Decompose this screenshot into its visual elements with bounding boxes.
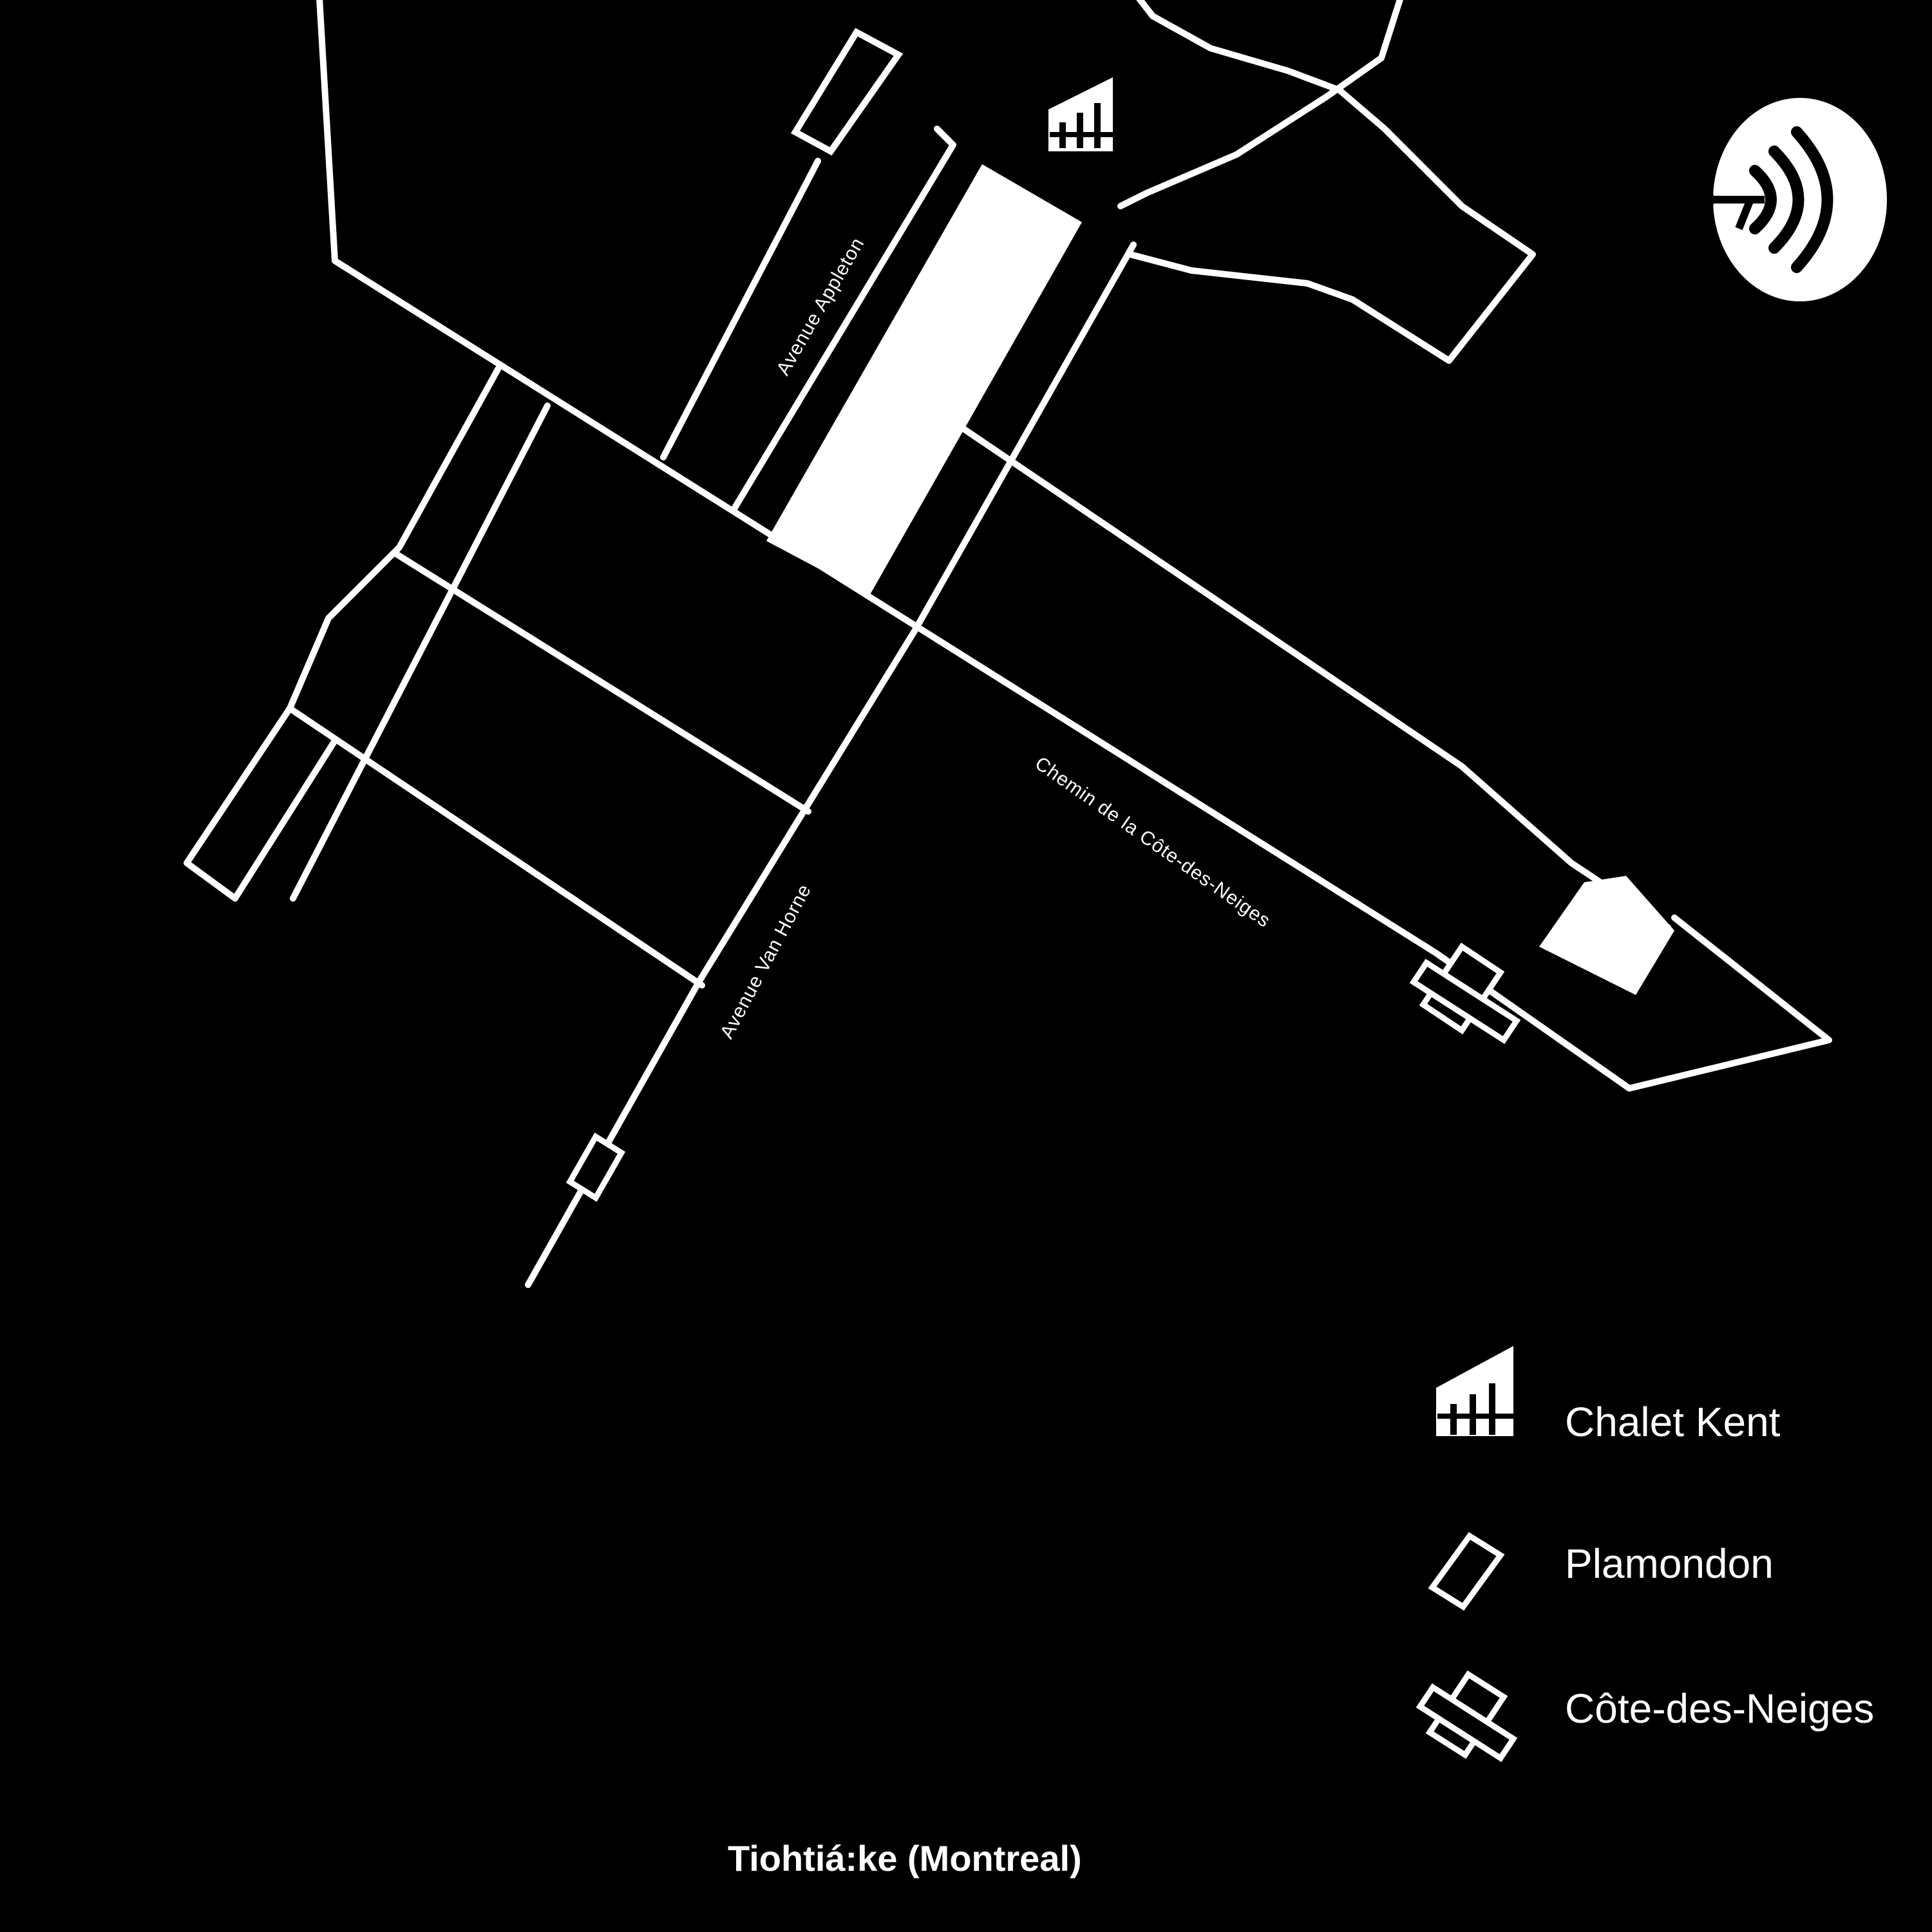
legend-item-chalet-kent: Chalet Kent bbox=[1436, 1346, 1781, 1445]
legend-label-chalet-kent: Chalet Kent bbox=[1565, 1399, 1781, 1445]
cote-des-neiges-station-marker bbox=[1409, 942, 1521, 1045]
van-horne-road bbox=[525, 242, 1137, 1288]
map-caption: Tiohtiá:ke (Montreal) bbox=[728, 1838, 1082, 1879]
building-icon bbox=[1048, 77, 1113, 151]
legend-item-cote-des-neiges: Côte-des-Neiges bbox=[1416, 1670, 1874, 1763]
cross-street-2 bbox=[287, 705, 705, 989]
metro-station-icon bbox=[1416, 1670, 1518, 1763]
appleton-road-inner bbox=[731, 126, 956, 512]
legend-item-plamondon: Plamondon bbox=[1428, 1531, 1774, 1611]
white-block bbox=[1539, 876, 1674, 995]
building-icon bbox=[1436, 1346, 1513, 1436]
appleton-road-outer bbox=[660, 158, 821, 460]
podcast-icon bbox=[1686, 98, 1887, 301]
cross-street-1 bbox=[393, 551, 811, 815]
legend-label-plamondon: Plamondon bbox=[1565, 1540, 1774, 1587]
legend-label-cote-des-neiges: Côte-des-Neiges bbox=[1565, 1685, 1874, 1732]
cote-des-neiges-road bbox=[316, 0, 1832, 1092]
plamondon-station-marker bbox=[565, 1132, 626, 1202]
short-parallel-road bbox=[290, 402, 551, 902]
loop-road bbox=[1127, 0, 1536, 364]
park-area bbox=[766, 164, 1082, 596]
legend: Chalet Kent Plamondon Côte-des-Neiges bbox=[1416, 1346, 1874, 1763]
metro-station-icon bbox=[1428, 1531, 1505, 1611]
top-block bbox=[790, 28, 904, 156]
top-road-curve bbox=[1117, 0, 1403, 209]
street-network bbox=[184, 0, 1832, 1288]
